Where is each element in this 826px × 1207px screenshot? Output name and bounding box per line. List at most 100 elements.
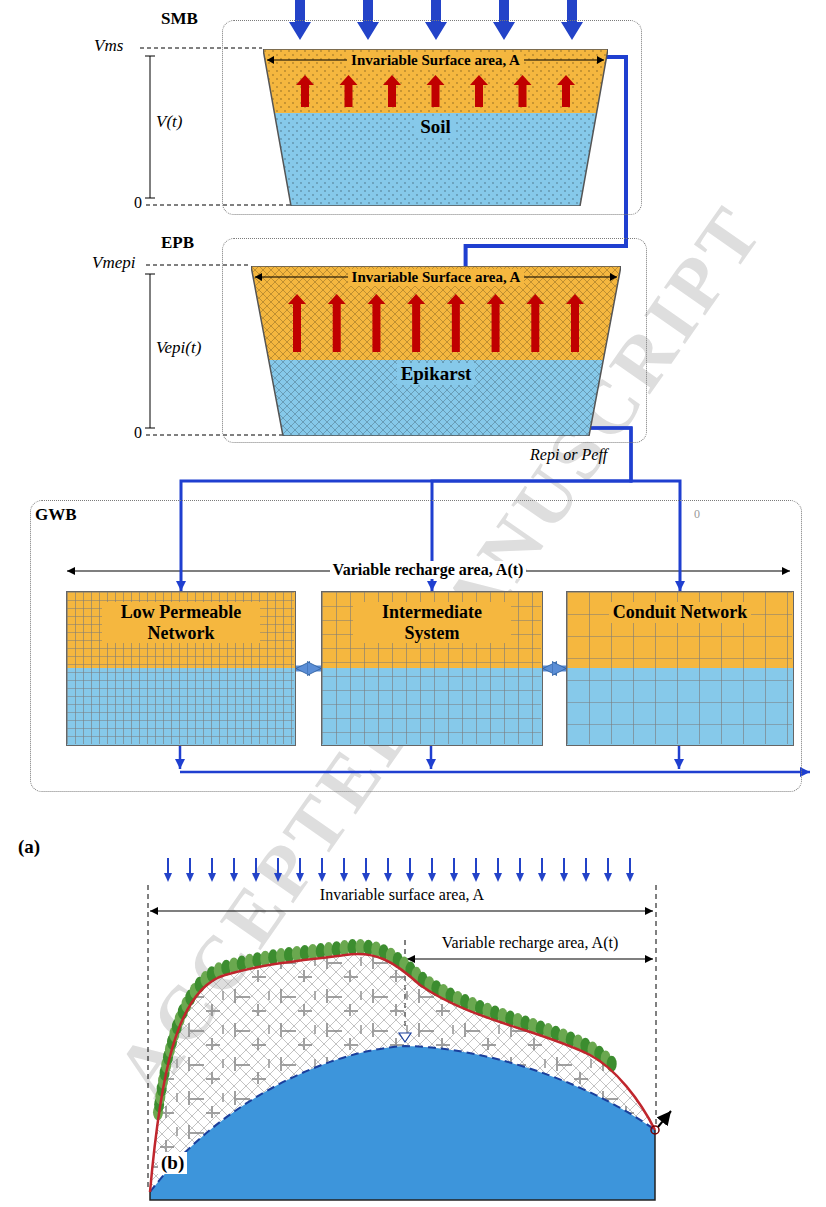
aquifer-box: Low Permeable Network — [66, 591, 296, 746]
rain-arrow-head — [384, 873, 392, 882]
karst-features — [150, 954, 655, 1192]
exchange-arrow — [543, 666, 566, 672]
water-table-symbol — [399, 1033, 411, 1042]
reservoir-name: Low Permeable Network — [102, 602, 260, 643]
rain-arrow-head — [582, 873, 590, 882]
path-shape — [267, 56, 274, 64]
reservoir-name: Intermediate System — [353, 602, 511, 643]
aquifer-box: Intermediate System — [321, 591, 543, 746]
rain-arrow — [167, 858, 169, 874]
rain-arrow-head — [472, 873, 480, 882]
text-holder: Intermediate System — [322, 602, 542, 643]
evaporation-arrow — [383, 75, 401, 107]
text-holder: Conduit Network — [567, 602, 793, 623]
rain-arrow-head — [296, 873, 304, 882]
ground-surface — [150, 954, 655, 1192]
path-shape — [255, 273, 262, 281]
g-shape — [263, 49, 608, 206]
rain-arrow — [277, 858, 279, 874]
evaporation-arrow — [340, 75, 358, 107]
balance-name: EPB — [161, 233, 194, 253]
rain-arrow — [189, 858, 191, 874]
volume-axes — [140, 48, 290, 435]
rect-shape — [67, 592, 294, 744]
diagram-label: Variable recharge area, A(t) — [330, 561, 527, 579]
reservoir-name: Conduit Network — [609, 602, 752, 623]
spring — [651, 1126, 659, 1134]
soil-store: Invariable Surface area, A Soil — [263, 49, 608, 206]
balance-frame: GWBLow Permeable NetworkIntermediate Sys… — [30, 500, 802, 792]
rain-arrow — [233, 858, 235, 874]
text-holder: Invariable Surface area, A — [263, 51, 608, 69]
text-holder: Invariable Surface area, A — [251, 268, 621, 286]
surface-area-arrow — [150, 910, 653, 911]
rain-arrow — [541, 858, 543, 874]
rain-arrow-head — [252, 873, 260, 882]
evaporation-arrow — [566, 294, 584, 352]
store-name: Soil — [416, 116, 455, 138]
evaporation-arrow — [427, 75, 445, 107]
polygon-shape — [251, 266, 621, 436]
evaporation-arrow — [296, 75, 314, 107]
rain-arrow-head — [274, 873, 282, 882]
diagram-label: 0 — [694, 508, 700, 522]
rain-arrow — [255, 858, 257, 874]
evaporation-arrow — [514, 75, 532, 107]
diagram-label: Variable recharge area, A(t) — [439, 934, 621, 952]
text-holder: Soil — [263, 116, 608, 138]
rain-arrow — [607, 858, 609, 874]
store-name: Epikarst — [397, 363, 476, 385]
rain-arrow — [343, 858, 345, 874]
area-label: Invariable Surface area, A — [348, 269, 525, 286]
rain-arrow-head — [230, 873, 238, 882]
evaporation-arrow — [447, 294, 465, 352]
rain-arrow-head — [340, 873, 348, 882]
spring-arrow — [658, 1111, 671, 1127]
diagram-label: Repi or Peff — [530, 446, 607, 464]
rain-arrow-head — [318, 873, 326, 882]
rain-arrow — [563, 858, 565, 874]
rain-arrow-head — [406, 873, 414, 882]
evaporation-arrow — [470, 75, 488, 107]
diagram-label: Vmepi — [92, 253, 135, 273]
rain-arrow-head — [428, 873, 436, 882]
recharge-area-arrow-b — [407, 958, 653, 959]
karst-rock — [150, 954, 655, 1192]
rain-arrow — [475, 858, 477, 874]
rect-shape — [567, 592, 792, 744]
rain-arrow — [497, 858, 499, 874]
rain-arrow-head — [164, 873, 172, 882]
evaporation-arrow — [367, 294, 385, 352]
text-holder: Low Permeable Network — [67, 602, 295, 643]
rain-arrow-head — [604, 873, 612, 882]
evaporation-arrow — [487, 294, 505, 352]
rain-arrow — [453, 858, 455, 874]
diagram-label: 0 — [134, 424, 142, 442]
aquifer-box: Conduit Network — [566, 591, 794, 746]
rain-arrow-head — [186, 873, 194, 882]
evaporation-arrow — [557, 75, 575, 107]
diagram-label: Vms — [94, 36, 123, 56]
path-shape — [597, 56, 604, 64]
rain-arrow — [211, 858, 213, 874]
rain-arrow-head — [362, 873, 370, 882]
flow-pipe — [181, 428, 631, 591]
rain-arrow-head — [538, 873, 546, 882]
evaporation-arrow — [526, 294, 544, 352]
rain-arrow — [519, 858, 521, 874]
store-outline — [251, 266, 621, 436]
diagram-label: V(t) — [156, 112, 182, 132]
rain-arrow — [409, 858, 411, 874]
exchange-arrow — [296, 666, 321, 672]
rain-arrow — [321, 858, 323, 874]
rain-arrow-head — [560, 873, 568, 882]
diagram-label: (b) — [158, 1152, 187, 1174]
rain-arrow — [387, 858, 389, 874]
water-table — [150, 1046, 655, 1192]
rain-arrow — [431, 858, 433, 874]
rain-arrow-head — [626, 873, 634, 882]
aquifer-frame — [150, 1130, 655, 1200]
evaporation-arrow — [288, 294, 306, 352]
balance-frame: EPBInvariable Surface area, AEpikarst — [222, 238, 647, 443]
